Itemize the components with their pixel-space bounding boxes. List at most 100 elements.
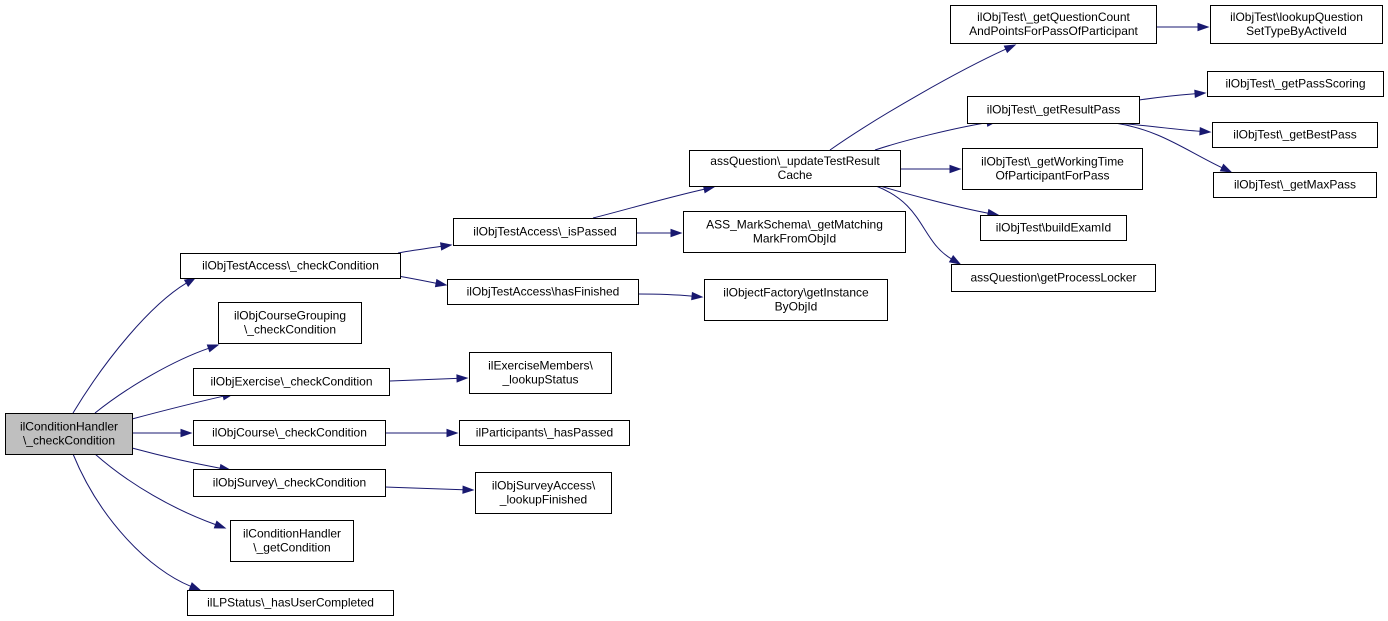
- node-label-line: ilObjCourseGrouping: [234, 309, 346, 323]
- edge-line: [131, 447, 221, 469]
- arrowhead: [446, 428, 459, 438]
- node-label-line: ByObjId: [775, 300, 818, 314]
- edge-line: [384, 486, 464, 491]
- edge-line: [131, 395, 224, 420]
- node-n_test_check[interactable]: ilObjTestAccess\_checkCondition: [180, 253, 401, 279]
- node-box: [475, 472, 612, 514]
- node-n_qcount[interactable]: ilObjTest\_getQuestionCountAndPointsForP…: [950, 5, 1157, 44]
- node-box: [704, 279, 888, 321]
- edge-n_exercise-to-n_exmembers: [389, 374, 469, 383]
- edge-line: [389, 377, 458, 382]
- node-box: [193, 420, 386, 446]
- arrowhead: [948, 255, 962, 265]
- node-box: [683, 211, 906, 253]
- node-n_survey[interactable]: ilObjSurvey\_checkCondition: [193, 469, 386, 497]
- node-root[interactable]: ilConditionHandler\_checkCondition: [5, 413, 133, 455]
- node-label-line: ilLPStatus\_hasUserCompleted: [207, 596, 374, 610]
- arrowhead: [462, 485, 475, 494]
- node-n_maxpass[interactable]: ilObjTest\_getMaxPass: [1213, 172, 1377, 198]
- node-label-line: ilObjectFactory\getInstance: [723, 286, 869, 300]
- node-label-line: ilObjTestAccess\hasFinished: [467, 285, 620, 299]
- node-label-line: ilConditionHandler: [20, 420, 118, 434]
- node-label-line: ilObjTest\_getQuestionCount: [977, 10, 1130, 24]
- node-box: [193, 368, 390, 396]
- edge-line: [637, 293, 693, 297]
- node-n_participants[interactable]: ilParticipants\_hasPassed: [459, 420, 630, 446]
- node-label-line: OfParticipantForPass: [995, 169, 1109, 183]
- edge-n_ispassed-to-n_markschema: [636, 228, 683, 238]
- edge-root-to-n_getcondition: [94, 453, 227, 529]
- node-label-line: ilObjTest\_getBestPass: [1233, 128, 1356, 142]
- edge-n_course-to-n_participants: [384, 428, 459, 438]
- node-n_buildexam[interactable]: ilObjTest\buildExamId: [980, 215, 1127, 241]
- edge-line: [1138, 93, 1196, 101]
- edge-root-to-n_lpstatus: [72, 453, 202, 591]
- arrowhead: [949, 164, 962, 174]
- node-n_getcondition[interactable]: ilConditionHandler\_getCondition: [230, 520, 354, 562]
- node-box: [950, 5, 1157, 44]
- node-label-line: assQuestion\_updateTestResult: [710, 154, 880, 168]
- edge-root-to-n_coursegrouping: [94, 344, 220, 414]
- edge-n_updatecache-to-n_workingtime: [899, 164, 962, 174]
- arrowhead: [1194, 89, 1207, 99]
- edges-layer: [72, 22, 1233, 591]
- node-label-line: Cache: [778, 168, 813, 182]
- node-label-line: \_getCondition: [253, 541, 330, 555]
- node-label-line: SetTypeByActiveId: [1246, 24, 1347, 38]
- arrowhead: [434, 278, 448, 288]
- node-label-line: ilObjTest\_getWorkingTime: [981, 155, 1124, 169]
- node-n_exmembers[interactable]: ilExerciseMembers\_lookupStatus: [469, 352, 612, 394]
- edge-root-to-n_survey: [131, 447, 232, 473]
- arrowhead: [670, 228, 683, 238]
- node-label-line: \_checkCondition: [244, 323, 336, 337]
- node-n_workingtime[interactable]: ilObjTest\_getWorkingTimeOfParticipantFo…: [962, 148, 1143, 190]
- node-label-line: ilObjExercise\_checkCondition: [210, 375, 372, 389]
- node-box: [180, 253, 401, 279]
- edge-n_resultpass-to-n_maxpass: [1114, 122, 1233, 173]
- node-n_bestpass[interactable]: ilObjTest\_getBestPass: [1212, 122, 1378, 148]
- node-n_lpstatus[interactable]: ilLPStatus\_hasUserCompleted: [187, 590, 394, 616]
- edge-line: [875, 185, 952, 260]
- arrowhead: [213, 520, 227, 529]
- node-label-line: ilObjTest\_getPassScoring: [1225, 77, 1365, 91]
- node-n_exercise[interactable]: ilObjExercise\_checkCondition: [193, 368, 390, 396]
- node-box: [469, 352, 612, 394]
- node-n_lookupqset[interactable]: ilObjTest\lookupQuestionSetTypeByActiveI…: [1210, 5, 1383, 44]
- node-n_surveyaccess[interactable]: ilObjSurveyAccess\_lookupFinished: [475, 472, 612, 514]
- node-label-line: \_checkCondition: [23, 434, 115, 448]
- node-label-line: ilObjTest\_getResultPass: [987, 103, 1120, 117]
- node-label-line: assQuestion\getProcessLocker: [970, 271, 1136, 285]
- node-n_resultpass[interactable]: ilObjTest\_getResultPass: [967, 96, 1140, 124]
- node-box: [980, 215, 1127, 241]
- node-n_course[interactable]: ilObjCourse\_checkCondition: [193, 420, 386, 446]
- node-box: [1210, 5, 1383, 44]
- edge-root-to-n_test_check: [72, 277, 197, 414]
- edge-line: [1114, 122, 1223, 169]
- node-label-line: ilConditionHandler: [243, 527, 341, 541]
- node-n_processlocker[interactable]: assQuestion\getProcessLocker: [951, 264, 1156, 292]
- node-n_coursegrouping[interactable]: ilObjCourseGrouping\_checkCondition: [218, 302, 362, 344]
- arrowhead: [180, 428, 193, 438]
- edge-n_survey-to-n_surveyaccess: [384, 485, 475, 494]
- edge-n_test_check-to-n_ispassed: [397, 242, 453, 254]
- edge-line: [397, 275, 437, 284]
- node-n_ispassed[interactable]: ilObjTestAccess\_isPassed: [453, 218, 637, 246]
- edge-n_resultpass-to-n_passscoring: [1138, 89, 1207, 101]
- node-label-line: ilObjSurvey\_checkCondition: [213, 476, 366, 490]
- node-box: [5, 413, 133, 455]
- node-n_passscoring[interactable]: ilObjTest\_getPassScoring: [1207, 71, 1384, 97]
- node-box: [967, 96, 1140, 124]
- node-label-line: ilObjTestAccess\_checkCondition: [202, 259, 379, 273]
- edge-n_updatecache-to-n_qcount: [829, 44, 1017, 151]
- edge-line: [72, 282, 187, 414]
- node-label-line: _lookupStatus: [501, 373, 578, 387]
- node-n_hasfinished[interactable]: ilObjTestAccess\hasFinished: [447, 279, 639, 305]
- edge-root-to-n_exercise: [131, 392, 235, 420]
- edge-line: [874, 122, 988, 151]
- nodes-layer: ilConditionHandler\_checkConditionilObjT…: [5, 5, 1384, 616]
- node-box: [193, 469, 386, 497]
